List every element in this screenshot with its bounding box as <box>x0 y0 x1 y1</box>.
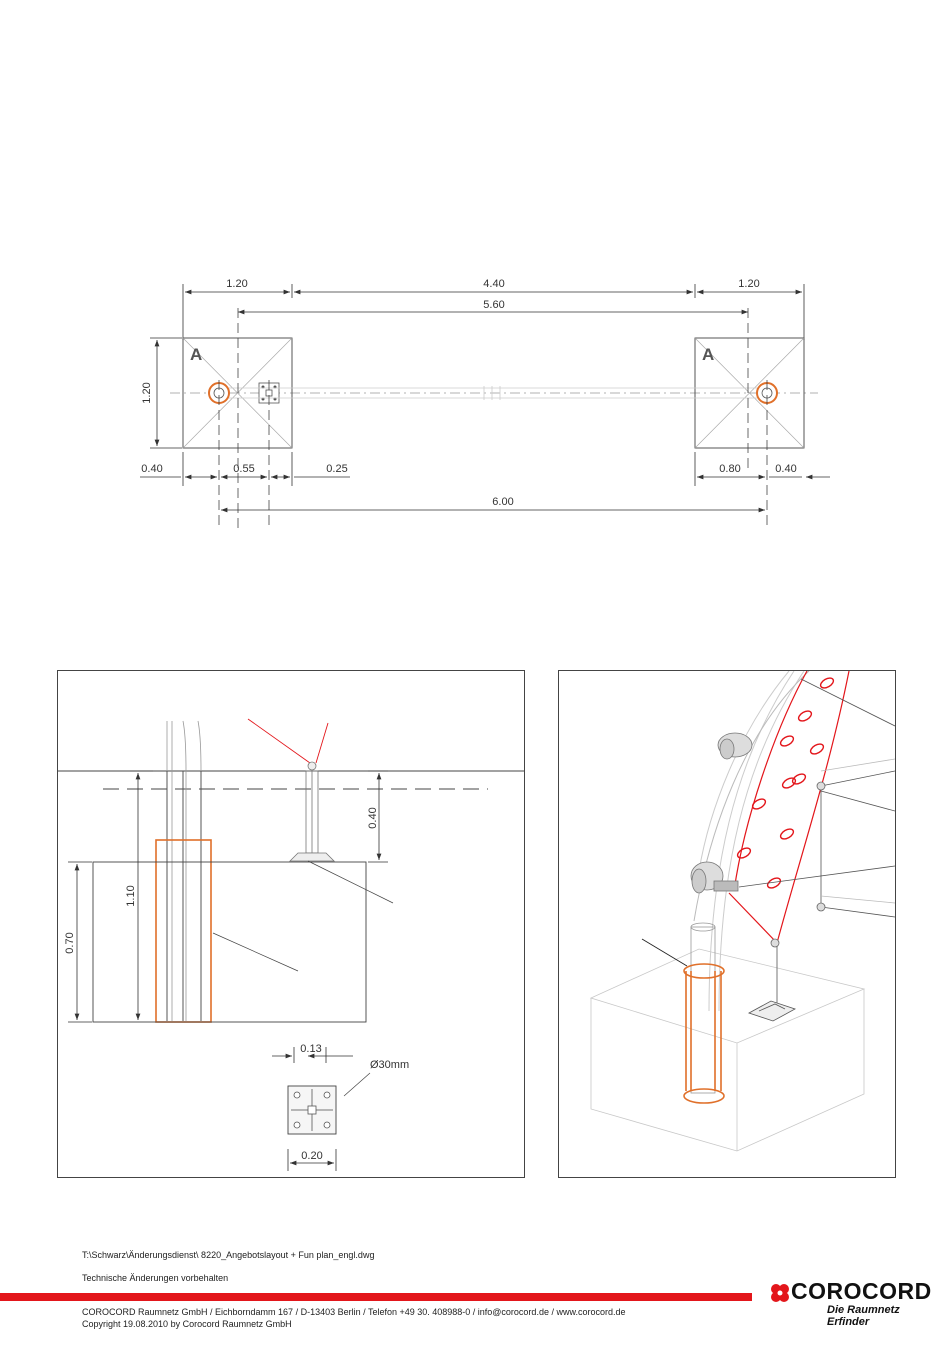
section-dimensions <box>68 770 388 1023</box>
file-path: T:\Schwarz\Änderungsdienst\ 8220_Angebot… <box>82 1250 375 1260</box>
concrete-block-iso <box>589 948 866 1152</box>
plate-width: 0.20 <box>301 1150 322 1162</box>
copyright: Copyright 19.08.2010 by Corocord Raumnet… <box>82 1319 292 1329</box>
logo-mark-icon <box>771 1284 789 1302</box>
dim-height: 1.20 <box>141 382 153 403</box>
footer-red-bar <box>0 1293 752 1301</box>
net-rings <box>736 677 835 889</box>
foundation-plan-drawing: 1.20 4.40 1.20 5.60 1.20 A A <box>140 278 830 530</box>
leader-line <box>641 938 688 967</box>
dim-span: 5.60 <box>483 299 504 311</box>
technical-notice: Technische Änderungen vorbehalten <box>82 1273 229 1283</box>
concrete-block <box>92 861 367 1023</box>
arch-poles <box>698 671 805 1012</box>
brand-name: COROCORD <box>791 1278 932 1304</box>
dim-depth-pole: 1.10 <box>125 885 137 906</box>
dim-bottom-5: 0.40 <box>775 463 796 475</box>
dim-bottom-4: 0.80 <box>719 463 740 475</box>
dim-bottom-1: 0.40 <box>141 463 162 475</box>
pole-sleeve-iso <box>683 922 725 1104</box>
section-detail-drawing: 1.10 0.70 0.40 0.13 Ø30mm <box>58 718 524 1171</box>
dim-bottom-3: 0.25 <box>326 463 347 475</box>
dim-block: 0.70 <box>64 932 76 953</box>
foundation-label-left: A <box>190 345 202 364</box>
company-address: COROCORD Raumnetz GmbH / Eichborndamm 16… <box>82 1307 626 1317</box>
dim-top-left: 1.20 <box>226 278 247 290</box>
section-detail-frame: 1.10 0.70 0.40 0.13 Ø30mm <box>57 670 525 1178</box>
dim-total: 6.00 <box>492 496 513 508</box>
plate-width-inner: 0.13 <box>300 1043 321 1055</box>
bottom-dimension-chain <box>140 452 830 513</box>
anchor-bracket <box>289 761 335 862</box>
top-dimension-chain <box>182 284 805 340</box>
pole-clamps <box>690 732 753 894</box>
net-cables <box>247 718 329 764</box>
height-dimension <box>150 337 182 449</box>
dim-bottom-2: 0.55 <box>233 463 254 475</box>
plate-hole-diameter: Ø30mm <box>370 1059 409 1071</box>
net-between-foundations <box>229 386 757 400</box>
steel-cables <box>738 678 895 1006</box>
dim-depth-top: 0.40 <box>367 807 379 828</box>
brand-tagline: Die Raumnetz Erfinder <box>827 1304 900 1328</box>
pole <box>166 720 202 1021</box>
isometric-detail-drawing <box>589 671 895 1152</box>
plate-dimension-top <box>272 1047 353 1063</box>
guide-lines <box>218 308 768 530</box>
plate-dimension-bottom <box>287 1149 337 1171</box>
dim-top-middle: 4.40 <box>483 278 504 290</box>
isometric-detail-frame <box>558 670 896 1178</box>
base-plate <box>287 1085 337 1135</box>
dim-top-right: 1.20 <box>738 278 759 290</box>
foundation-label-right: A <box>702 345 714 364</box>
base-plate-iso <box>748 1000 796 1022</box>
corocord-logo: COROCORD Die Raumnetz Erfinder <box>769 1278 939 1328</box>
